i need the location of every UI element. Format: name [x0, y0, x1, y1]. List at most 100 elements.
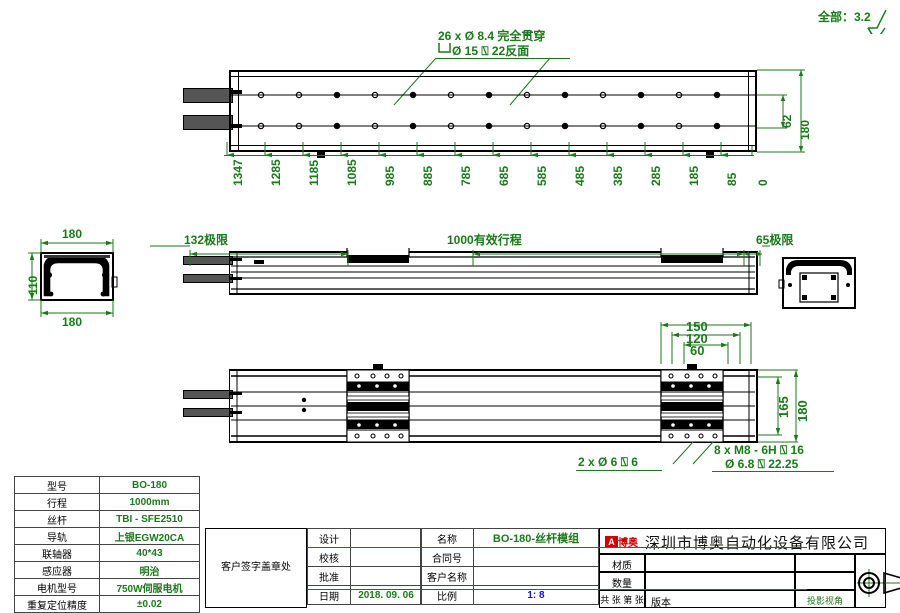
front-view-dimension-lines	[150, 245, 770, 266]
top-view-height-dimensions	[757, 69, 805, 153]
spec-label: 联轴器	[14, 544, 100, 562]
projection-label: 投影视角	[806, 596, 843, 606]
carriage-callout-left-underline	[576, 470, 662, 471]
front-motor-lower	[183, 274, 233, 283]
top-view-dim-62: 62	[780, 114, 794, 128]
carriage-callout-right-line2: Ø 6.8 ⍂ 22.25	[725, 457, 799, 471]
front-view-left-limit: 132极限	[184, 233, 229, 247]
customer-sign-cell	[205, 528, 307, 608]
ordinate-label-185: 185	[687, 165, 701, 186]
right-end-profile	[778, 257, 856, 309]
company-name-cell	[599, 528, 886, 554]
bottom-motor-upper	[183, 390, 233, 399]
spec-value: 1000mm	[99, 493, 200, 511]
hole-callout-line2: Ø 15 ⍂ 22反面	[452, 44, 530, 58]
approval-value[interactable]	[350, 566, 422, 586]
left-section-view	[0, 225, 150, 325]
front-motor-shaft-u	[230, 258, 242, 261]
spec-value: BO-180	[99, 476, 200, 494]
material-extra-cell	[795, 554, 855, 572]
info-row: 合同号	[420, 547, 599, 567]
version-label: 版本	[651, 598, 671, 609]
spec-row: 重复定位精度±0.02	[14, 595, 200, 613]
front-view-right-limit: 65极限	[756, 233, 794, 247]
carriage-callout-right-underline	[712, 471, 834, 472]
spec-label: 电机型号	[14, 578, 100, 596]
front-view-effective-stroke: 1000有效行程	[447, 233, 522, 247]
title-rule-2	[307, 589, 807, 590]
approval-row: 设计	[307, 528, 422, 548]
top-view-dim-180: 180	[798, 119, 812, 140]
sheets-label: 共 张 第 张	[600, 595, 644, 605]
projection-cell	[795, 590, 855, 608]
ordinate-label-485: 485	[573, 165, 587, 186]
approval-value[interactable]	[350, 528, 422, 548]
approval-label: 批准	[307, 566, 351, 586]
info-label: 客户名称	[420, 566, 474, 586]
spec-label: 重复定位精度	[14, 595, 100, 613]
spec-label: 型号	[14, 476, 100, 494]
bottom-view-profile	[229, 364, 758, 443]
front-view-profile	[229, 248, 758, 295]
title-rule-1	[307, 547, 807, 548]
info-value[interactable]	[473, 566, 599, 586]
motor-shaft-upper	[230, 90, 242, 94]
logo-text: 博奥	[618, 538, 638, 550]
spec-value: 40*43	[99, 544, 200, 562]
approval-row: 校核	[307, 547, 422, 567]
spec-label: 丝杆	[14, 510, 100, 528]
info-row: 客户名称	[420, 566, 599, 586]
spec-row: 感应器明治	[14, 561, 200, 579]
surface-finish-note: 全部：3.2	[818, 10, 871, 24]
body-endplate-left	[238, 72, 239, 150]
quantity-extra-cell	[795, 572, 855, 590]
sheets-cell	[599, 590, 645, 608]
customer-sign-label: 客户签字盖章处	[221, 562, 291, 573]
ordinate-tick-marks	[226, 142, 753, 158]
info-value[interactable]: 1: 8	[473, 585, 599, 605]
carriage-callout-left: 2 x Ø 6 ⍂ 6	[578, 455, 638, 469]
material-value-cell	[645, 554, 795, 572]
spec-value: 上银EGW20CA	[99, 527, 200, 545]
body-inner-top	[231, 76, 755, 77]
spec-value: 明治	[99, 561, 200, 579]
bottom-view-width-dimensions	[660, 322, 752, 364]
projection-symbol-icon	[857, 569, 900, 597]
ordinate-label-0: 0	[756, 179, 770, 186]
ordinate-label-1347: 1347	[231, 159, 245, 186]
surface-finish-symbol	[867, 9, 887, 34]
bottom-motor-shaft-l	[230, 411, 242, 414]
ordinate-label-985: 985	[383, 165, 397, 186]
approval-label: 设计	[307, 528, 351, 548]
motor-body-bottom	[183, 115, 233, 130]
quantity-value-cell	[645, 572, 795, 590]
spec-value: TBI - SFE2510	[99, 510, 200, 528]
ordinate-baseline	[224, 155, 754, 156]
carriage-callout-right-line1: 8 x M8 - 6H ⍂ 16	[714, 443, 804, 457]
bottom-view-dim-165: 165	[776, 396, 791, 418]
spec-value: ±0.02	[99, 595, 200, 613]
carriage-callout-leaders	[672, 441, 714, 465]
left-section-dim-top-180: 180	[62, 227, 83, 241]
logo-mark-icon: A	[605, 535, 618, 548]
ordinate-label-385: 385	[611, 165, 625, 186]
ordinate-label-785: 785	[459, 165, 473, 186]
info-value[interactable]: BO-180-丝杆模组	[473, 528, 599, 548]
bottom-motor-shaft-u	[230, 392, 242, 395]
motor-body-top	[183, 88, 233, 103]
info-value[interactable]	[473, 547, 599, 567]
ordinate-label-1185: 1185	[307, 159, 321, 186]
left-section-dim-bottom-180: 180	[62, 315, 83, 329]
info-label: 名称	[420, 528, 474, 548]
approval-value[interactable]	[350, 547, 422, 567]
projection-symbol-cell	[855, 554, 886, 608]
